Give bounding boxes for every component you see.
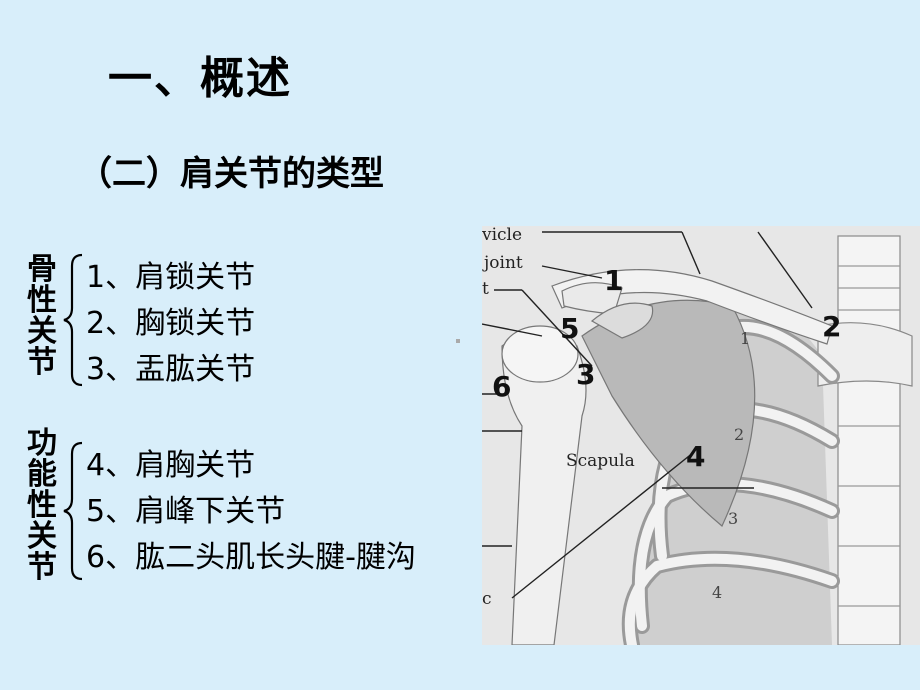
label-char: 关 bbox=[27, 314, 57, 349]
partial-c-label: c bbox=[482, 589, 492, 609]
clavicle-label: vicle bbox=[482, 226, 522, 245]
bony-group-label: 骨 性 关 节 bbox=[24, 254, 60, 378]
label-char: 性 bbox=[27, 283, 57, 318]
functional-item-4: 4、肩胸关节 bbox=[86, 448, 256, 483]
functional-group-label: 功 能 性 关 节 bbox=[24, 428, 60, 583]
label-char: 功 bbox=[27, 426, 57, 461]
marker-6: 6 bbox=[492, 370, 511, 403]
bullet-dot bbox=[456, 339, 460, 343]
rib-number-3: 3 bbox=[728, 509, 738, 528]
bony-group-brace bbox=[63, 253, 83, 387]
label-char: 节 bbox=[27, 345, 57, 380]
functional-group-brace bbox=[63, 441, 83, 581]
label-char: 节 bbox=[27, 550, 57, 585]
label-char: 骨 bbox=[27, 252, 57, 287]
functional-item-5: 5、肩峰下关节 bbox=[86, 494, 286, 529]
marker-1: 1 bbox=[604, 264, 623, 297]
rib-number-2: 2 bbox=[734, 425, 744, 444]
marker-2: 2 bbox=[822, 310, 841, 343]
shoulder-anatomy-illustration: vicle joint t c Scapula 1 2 3 4 1 2 3 4 … bbox=[482, 226, 913, 645]
bony-item-1: 1、肩锁关节 bbox=[86, 260, 256, 295]
functional-item-6: 6、肱二头肌长头腱-腱沟 bbox=[86, 540, 416, 575]
scapula-label: Scapula bbox=[566, 451, 635, 471]
page-title: 一、概述 bbox=[108, 53, 292, 104]
bony-item-3: 3、盂肱关节 bbox=[86, 352, 256, 387]
shoulder-anatomy-figure: vicle joint t c Scapula 1 2 3 4 1 2 3 4 … bbox=[482, 226, 920, 645]
label-char: 关 bbox=[27, 519, 57, 554]
bony-item-2: 2、胸锁关节 bbox=[86, 306, 256, 341]
rib-number-1: 1 bbox=[740, 329, 750, 348]
section-subtitle: （二）肩关节的类型 bbox=[78, 154, 384, 194]
joint-label: joint bbox=[482, 253, 523, 273]
rib-number-4: 4 bbox=[712, 583, 722, 602]
marker-3: 3 bbox=[576, 358, 595, 391]
partial-t-label: t bbox=[482, 279, 489, 299]
label-char: 性 bbox=[27, 488, 57, 523]
marker-4: 4 bbox=[686, 440, 705, 473]
label-char: 能 bbox=[27, 457, 57, 492]
marker-5: 5 bbox=[560, 312, 579, 345]
